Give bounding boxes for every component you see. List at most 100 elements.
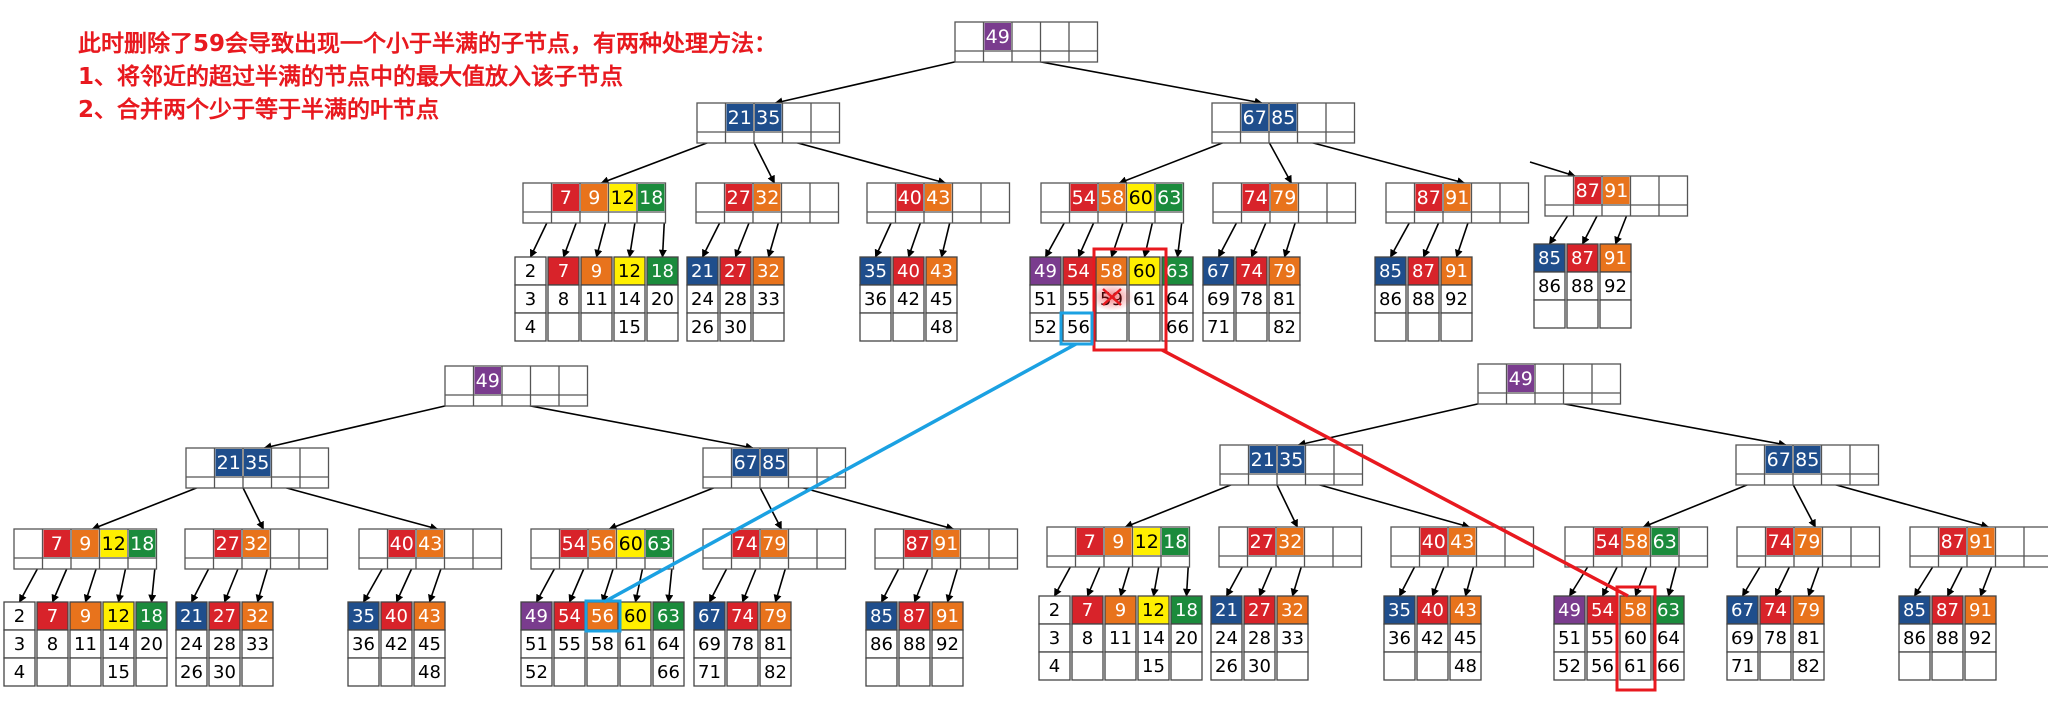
- tree-edge: [499, 399, 754, 451]
- key-label: 49: [476, 370, 500, 392]
- leaf-value: 67: [1731, 600, 1754, 621]
- leaf-value: 11: [74, 634, 97, 655]
- leaf-value: 32: [1281, 600, 1304, 621]
- leaf-cell: [1898, 595, 1931, 625]
- leaf-cell: [102, 657, 135, 687]
- leaf-value: 87: [1936, 600, 1959, 621]
- key-cell: [1795, 528, 1822, 555]
- key-label: 85: [762, 452, 786, 474]
- leaf-value: 33: [757, 289, 780, 310]
- leaf-value: 56: [1591, 656, 1614, 677]
- leaf-value: 21: [1215, 600, 1238, 621]
- leaf-cell: [3, 629, 36, 659]
- key-label: 35: [756, 107, 780, 129]
- leaf-cell: [1619, 623, 1652, 653]
- leaf-cell: [580, 256, 613, 286]
- leaf-value: 91: [1969, 600, 1992, 621]
- leaf-value: 85: [1903, 600, 1926, 621]
- leaf-cell: [693, 657, 726, 687]
- tree-edge: [239, 481, 265, 530]
- leaf-value: 42: [897, 289, 920, 310]
- key-label: 32: [1278, 531, 1302, 553]
- leaf-value: 82: [1797, 656, 1820, 677]
- leaf-value: 48: [418, 662, 441, 683]
- leaf-value: 87: [903, 606, 926, 627]
- tree-edge: [1814, 478, 1990, 529]
- leaf-cell: [1235, 284, 1268, 314]
- leaf-cell: [686, 284, 719, 314]
- key-label: 87: [1941, 531, 1965, 553]
- leaf-value: 51: [1558, 628, 1581, 649]
- leaf-value: 71: [1731, 656, 1754, 677]
- leaf-value: 66: [1657, 656, 1680, 677]
- leaf-cell: [1268, 284, 1301, 314]
- leaf-value: 78: [731, 634, 754, 655]
- leaf-cell: [931, 629, 964, 659]
- leaf-value: 28: [724, 289, 747, 310]
- tree-edge: [608, 481, 729, 531]
- leaf-value: 81: [764, 634, 787, 655]
- key-cell: [1105, 528, 1132, 555]
- leaf-value: 27: [724, 261, 747, 282]
- leaf-value: 92: [1445, 289, 1468, 310]
- leaf-value: 32: [246, 606, 269, 627]
- leaf-cell: [752, 312, 785, 342]
- leaf-value: 74: [1764, 600, 1787, 621]
- tree-edge: [1124, 478, 1246, 529]
- tree-edge: [1642, 478, 1762, 528]
- highlight-overlay: [584, 247, 1657, 692]
- leaf-cell: [865, 657, 898, 687]
- tree-edge: [1532, 397, 1787, 448]
- leaf-value: 69: [1207, 289, 1230, 310]
- key-cell: [1420, 528, 1447, 555]
- leaf-cell: [686, 312, 719, 342]
- key-label: 58: [1100, 187, 1124, 209]
- leaf-cell: [1553, 651, 1586, 681]
- leaf-cell: [652, 601, 685, 631]
- leaf-value: 21: [180, 606, 203, 627]
- leaf-cell: [553, 601, 586, 631]
- key-cell: [1939, 528, 1966, 555]
- leaf-value: 8: [1082, 628, 1093, 649]
- leaf-cell: [1964, 651, 1997, 681]
- leaf-value: 56: [591, 606, 614, 627]
- leaf-cell: [514, 256, 547, 286]
- leaf-value: 55: [1591, 628, 1614, 649]
- leaf-cell: [1416, 623, 1449, 653]
- tree-edge: [263, 399, 471, 451]
- leaf-cell: [69, 629, 102, 659]
- leaf-cell: [135, 657, 168, 687]
- key-cell: [552, 184, 579, 211]
- leaf-value: 27: [1248, 600, 1271, 621]
- leaf-cell: [726, 657, 759, 687]
- key-label: 49: [1509, 368, 1533, 390]
- leaf-cell: [1792, 623, 1825, 653]
- key-label: 91: [1604, 180, 1628, 202]
- key-cell: [725, 184, 752, 211]
- leaf-value: 26: [180, 662, 203, 683]
- leaf-cell: [1104, 651, 1137, 681]
- leaf-cell: [1449, 595, 1482, 625]
- leaf-value: 45: [418, 634, 441, 655]
- key-cell: [474, 367, 501, 394]
- leaf-cell: [1095, 256, 1128, 286]
- key-label: 60: [1129, 187, 1153, 209]
- leaf-value: 54: [1591, 600, 1614, 621]
- leaf-value: 28: [1248, 628, 1271, 649]
- leaf-value: 42: [385, 634, 408, 655]
- leaf-cell: [1759, 623, 1792, 653]
- leaf-value: 52: [525, 662, 548, 683]
- key-cell: [984, 23, 1011, 50]
- leaf-value: 7: [1082, 600, 1093, 621]
- leaf-value: 20: [1175, 628, 1198, 649]
